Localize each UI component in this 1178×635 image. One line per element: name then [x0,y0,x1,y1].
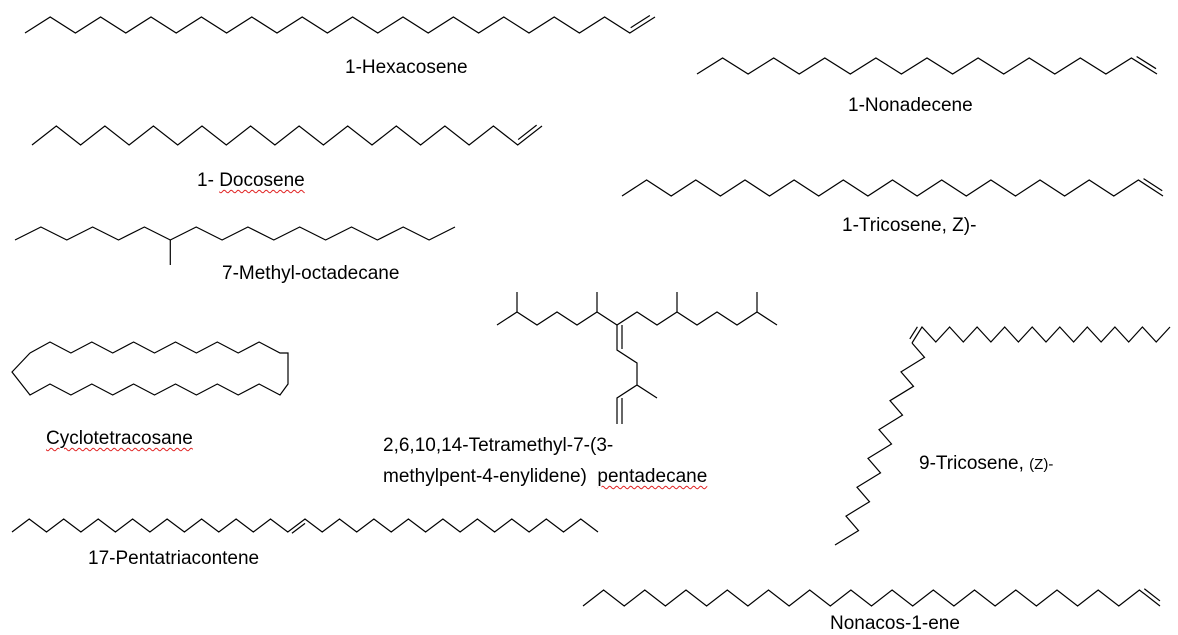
tricosene-1-double-bond [1143,178,1163,192]
label-nonadecene: 1-Nonadecene [848,95,973,116]
label-tetramethyl-line1: 2,6,10,14-Tetramethyl-7-(3- [383,435,614,456]
label-tricosene-9-a: 9-Tricosene, [919,453,1030,474]
label-tetramethyl-line2-b: pentadecane [597,466,708,487]
label-docosene: 1- Docosene [197,170,305,192]
docosene-double-bond [517,124,537,141]
label-hexacosene: 1-Hexacosene [345,57,468,78]
tricosene-9-lower-chain [834,342,926,546]
tricosene-1-structure [621,179,1164,197]
nonacosene-double-bond [1143,588,1161,602]
methyl-octadecane-structure [14,226,456,241]
pentatriacontene-structure [11,518,599,533]
label-pentatriacontene: 17-Pentatriacontene [88,548,260,569]
label-tricosene-9-b: (Z)- [1029,456,1054,473]
tetramethyl-structure [496,292,778,424]
hexacosene-structure [24,16,656,34]
nonadecene-double-bond [1136,56,1157,70]
label-tricosene-1: 1-Tricosene, Z)- [842,215,977,236]
pentatriacontene-double-bond [291,522,306,534]
tricosene-9-upper-chain [911,326,1171,344]
label-tetramethyl-line2-a: methylpent-4-enylidene) [383,466,598,487]
label-methyl-octadecane: 7-Methyl-octadecane [222,263,400,284]
label-tricosene-9: 9-Tricosene, (Z)- [919,453,1053,476]
hexacosene-double-bond [630,15,651,29]
docosene-structure [31,125,543,146]
nonadecene-structure [696,57,1158,75]
tricosene-9-double-bond [909,326,918,340]
label-docosene-word: Docosene [219,170,305,191]
cyclotetracosane-structure [11,341,289,396]
label-cyclotetracosane: Cyclotetracosane [46,428,193,449]
label-docosene-prefix: 1- [197,170,220,191]
nonacosene-structure [582,589,1161,607]
label-tetramethyl-line2: methylpent-4-enylidene) pentadecane [383,466,707,488]
label-nonacosene: Nonacos-1-ene [830,613,960,634]
